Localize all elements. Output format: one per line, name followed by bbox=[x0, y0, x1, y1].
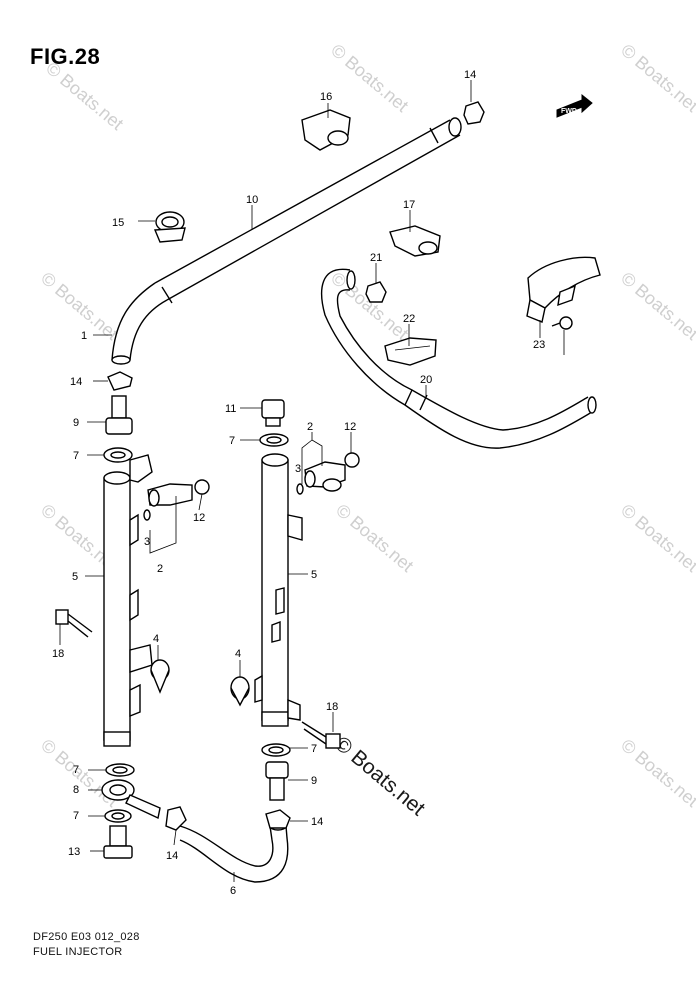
fuel-rail-5-left bbox=[103, 454, 153, 747]
fwd-label: FWD bbox=[561, 108, 577, 115]
callout-17: 17 bbox=[403, 199, 415, 211]
bracket-22 bbox=[526, 256, 601, 323]
injector-3-right bbox=[304, 461, 346, 492]
washer-7-b bbox=[105, 763, 135, 777]
figure-code: DF250 E03 012_028 bbox=[33, 931, 140, 943]
spacer-4-right bbox=[230, 676, 250, 707]
callout-9: 9 bbox=[73, 417, 79, 429]
clip-14-left bbox=[107, 371, 133, 391]
washer-7-d bbox=[259, 433, 289, 447]
clamp-17 bbox=[389, 225, 441, 257]
spacer-4-left bbox=[150, 659, 170, 694]
bolt-18-right bbox=[301, 721, 341, 749]
union-9-bottom bbox=[265, 761, 289, 801]
callout-3: 3 bbox=[144, 536, 150, 548]
callout-2: 2 bbox=[307, 421, 313, 433]
callout-4: 4 bbox=[153, 633, 159, 645]
callout-18: 18 bbox=[52, 648, 64, 660]
callout-7: 7 bbox=[311, 743, 317, 755]
clip-14-bottom-right bbox=[265, 809, 291, 829]
clip-14-bottom-left bbox=[165, 806, 187, 831]
callout-19: 20 bbox=[420, 374, 432, 386]
callout-13: 13 bbox=[68, 846, 80, 858]
callout-12: 12 bbox=[344, 421, 356, 433]
callout-16: 16 bbox=[320, 91, 332, 103]
fuel-rail-5-right bbox=[254, 453, 303, 727]
callout-11: 11 bbox=[225, 403, 236, 415]
callout-3: 3 bbox=[295, 463, 301, 475]
leader-line bbox=[198, 493, 203, 511]
callout-5: 5 bbox=[72, 571, 78, 583]
bolt-13 bbox=[103, 825, 133, 859]
fuel-hose-10 bbox=[111, 117, 462, 365]
leader-line bbox=[149, 496, 177, 554]
callout-21: 22 bbox=[403, 313, 415, 325]
callout-14: 14 bbox=[166, 850, 178, 862]
callout-7: 7 bbox=[73, 764, 79, 776]
injector-3-left bbox=[147, 483, 193, 507]
callout-12: 12 bbox=[193, 512, 205, 524]
callout-9: 9 bbox=[311, 775, 317, 787]
callout-14: 14 bbox=[311, 816, 323, 828]
callout-7: 7 bbox=[73, 450, 79, 462]
cap-12-left bbox=[194, 479, 210, 495]
callout-14: 14 bbox=[70, 376, 82, 388]
union-9-top bbox=[105, 395, 133, 435]
figure-name: FUEL INJECTOR bbox=[33, 946, 123, 958]
callout-15: 15 bbox=[112, 217, 124, 229]
callout-10: 10 bbox=[246, 194, 258, 206]
clamp-21 bbox=[384, 337, 437, 366]
leader-line bbox=[173, 829, 177, 846]
washer-7-c bbox=[104, 809, 132, 823]
callout-5: 5 bbox=[311, 569, 317, 581]
callout-22: 23 bbox=[533, 339, 545, 351]
leader-line bbox=[311, 432, 323, 466]
washer-7-e bbox=[261, 743, 291, 757]
clamp-16 bbox=[301, 109, 351, 151]
leader-line bbox=[301, 439, 313, 484]
callout-7: 7 bbox=[229, 435, 235, 447]
callout-1: 1 bbox=[81, 330, 87, 342]
callout-6: 6 bbox=[230, 885, 236, 897]
callout-7: 7 bbox=[73, 810, 79, 822]
figure-title: FIG.28 bbox=[30, 44, 101, 69]
o-ring-3-right bbox=[296, 483, 304, 495]
clamp-15 bbox=[153, 211, 186, 243]
callout-20: 21 bbox=[370, 252, 382, 264]
callout-8: 8 bbox=[73, 784, 79, 796]
o-ring-3-left bbox=[143, 509, 151, 521]
clip-20 bbox=[365, 281, 387, 303]
callout-4: 4 bbox=[235, 648, 241, 660]
washer-7-a bbox=[103, 447, 133, 463]
callout-18: 18 bbox=[326, 701, 338, 713]
callout-14: 14 bbox=[464, 69, 476, 81]
fwd-arrow-icon: FWD bbox=[556, 93, 593, 118]
clip-14-top bbox=[463, 101, 485, 125]
return-hose-19 bbox=[320, 268, 597, 449]
bolt-23 bbox=[551, 316, 573, 330]
bolt-11 bbox=[261, 399, 285, 427]
callout-2: 2 bbox=[157, 563, 163, 575]
bolt-18-left bbox=[55, 609, 93, 638]
cap-12-right bbox=[344, 452, 360, 468]
